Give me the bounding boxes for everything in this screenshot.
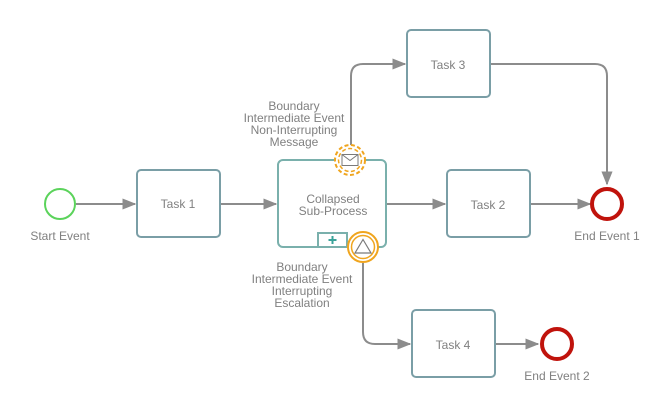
boundary-message-label-line2: Intermediate Event — [244, 111, 345, 125]
boundary-message-inner — [337, 147, 363, 173]
task-2-box[interactable] — [446, 169, 531, 238]
task-4-box[interactable] — [411, 309, 496, 378]
flow-message-to-task3[interactable] — [350, 58, 407, 145]
subprocess-label-line1: Collapsed — [306, 192, 359, 206]
boundary-message-label-line3: Non-Interrupting — [251, 123, 338, 137]
boundary-message-event[interactable]: Boundary Intermediate Event Non-Interrup… — [244, 99, 366, 176]
end-event-2-label: End Event 2 — [524, 369, 590, 383]
boundary-escalation-event[interactable]: Boundary Intermediate Event Interrupting… — [252, 231, 379, 310]
boundary-message-label-line4: Message — [270, 135, 319, 149]
boundary-escalation-label-line3: Interrupting — [272, 284, 333, 298]
boundary-escalation-label-line4: Escalation — [274, 296, 329, 310]
end-event-1-circle[interactable] — [590, 187, 624, 221]
flow-task3-to-end1[interactable] — [491, 63, 613, 186]
flow-escalation-to-task4[interactable] — [362, 263, 412, 350]
collapsed-subprocess[interactable]: Collapsed Sub-Process — [277, 159, 387, 248]
task-3[interactable]: Task 3 — [406, 29, 491, 98]
task-1-label: Task 1 — [161, 197, 196, 211]
sequence-flows — [76, 58, 613, 350]
end-event-2-circle[interactable] — [540, 327, 574, 361]
task-3-box[interactable] — [406, 29, 491, 98]
expand-marker-icon[interactable] — [317, 232, 348, 248]
task-1-box[interactable] — [136, 169, 221, 238]
boundary-escalation-label-line1: Boundary — [276, 260, 327, 274]
task-2[interactable]: Task 2 — [446, 169, 531, 238]
end-event-1-label: End Event 1 — [574, 229, 640, 243]
triangle-icon — [353, 238, 373, 254]
start-event-label: Start Event — [30, 229, 90, 243]
task-4[interactable]: Task 4 — [411, 309, 496, 378]
boundary-escalation-inner — [350, 234, 376, 260]
boundary-message-label-line1: Boundary — [268, 99, 319, 113]
task-4-label: Task 4 — [436, 338, 471, 352]
start-event[interactable]: Start Event — [30, 188, 90, 243]
subprocess-label-line2: Sub-Process — [299, 204, 368, 218]
task-1[interactable]: Task 1 — [136, 169, 221, 238]
task-2-label: Task 2 — [471, 198, 506, 212]
task-3-label: Task 3 — [431, 58, 466, 72]
envelope-icon — [341, 154, 359, 166]
end-event-1[interactable]: End Event 1 — [574, 187, 640, 243]
boundary-escalation-label-line2: Intermediate Event — [252, 272, 353, 286]
start-event-circle[interactable] — [44, 188, 76, 220]
end-event-2[interactable]: End Event 2 — [524, 327, 590, 383]
